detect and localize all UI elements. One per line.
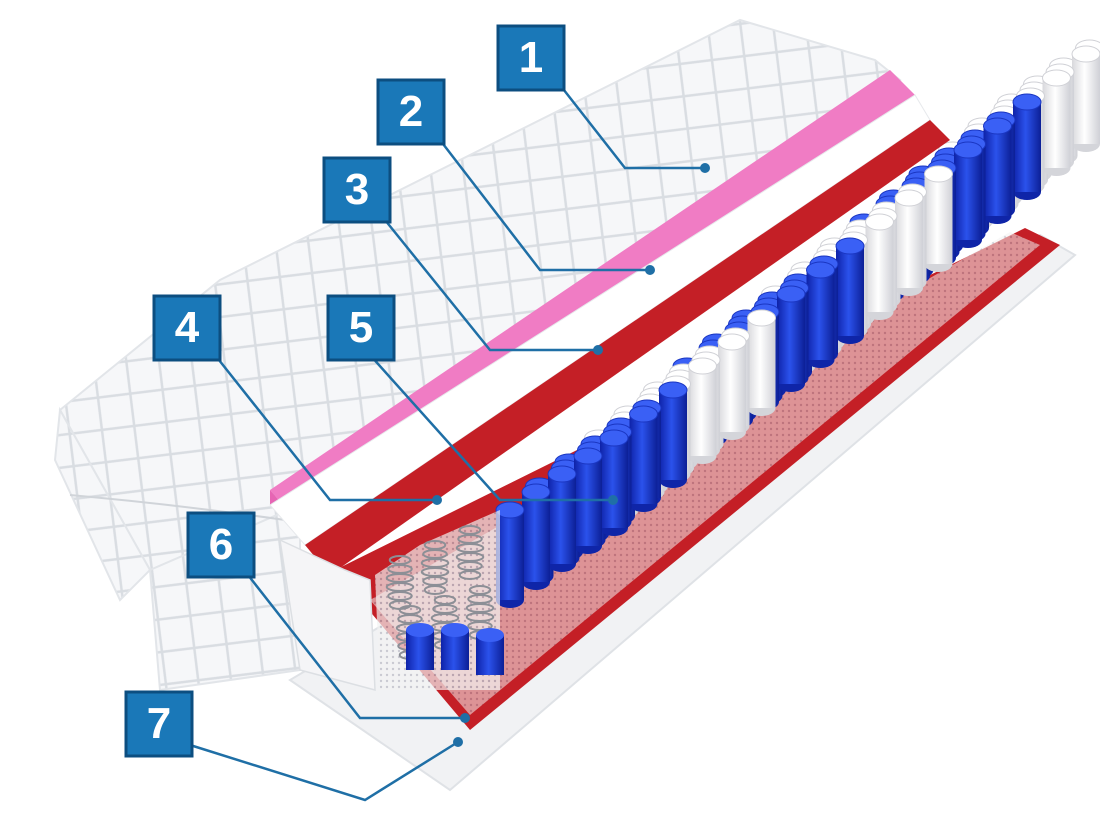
leader-dot-3 (593, 345, 603, 355)
pocket-spring (924, 165, 953, 272)
pocket-spring (1071, 45, 1100, 152)
pocket-spring (1042, 69, 1071, 176)
pocket-spring (658, 381, 688, 488)
pocket-spring (806, 261, 835, 368)
pocket-spring (865, 213, 894, 320)
callout-number-3: 3 (345, 165, 369, 214)
callout-badge-3: 3 (322, 156, 392, 224)
leader-line-1 (559, 84, 705, 170)
callout-number-2: 2 (399, 87, 423, 136)
pocket-spring (717, 333, 747, 440)
leader-dot-5 (608, 495, 618, 505)
leader-line-7 (189, 740, 459, 802)
pocket-spring (1012, 93, 1042, 200)
callout-badges: 1 2 3 4 5 6 7 (124, 24, 566, 758)
leader-dots (432, 163, 710, 747)
callout-number-6: 6 (209, 520, 233, 569)
leader-line-3 (384, 219, 598, 352)
pocket-spring (599, 429, 629, 536)
callout-number-4: 4 (175, 303, 200, 352)
pocket-spring (747, 309, 776, 416)
pocket-springs (495, 39, 1100, 608)
callout-number-1: 1 (519, 33, 543, 82)
leader-dot-7 (453, 737, 463, 747)
pocket-spring (983, 117, 1012, 224)
callout-badge-5: 5 (326, 294, 396, 362)
callout-badge-4: 4 (152, 294, 222, 362)
pocket-spring (629, 405, 658, 512)
callout-badge-7: 7 (124, 690, 194, 758)
metal-coil (455, 525, 485, 580)
leader-line-6 (247, 574, 465, 720)
leader-lines (189, 84, 705, 802)
leader-dot-4 (432, 495, 442, 505)
callout-number-5: 5 (349, 303, 373, 352)
leader-line-5 (369, 354, 613, 502)
pocket-spring (521, 483, 551, 590)
leader-dot-6 (460, 713, 470, 723)
pocket-spring (688, 357, 717, 464)
leader-dot-1 (700, 163, 710, 173)
pocket-spring (441, 623, 469, 670)
pink-foam-layer (269, 70, 931, 546)
coil-springs-cutaway (375, 510, 504, 690)
side-foam-block (279, 538, 376, 691)
pocket-spring (894, 189, 924, 296)
leader-line-2 (439, 139, 650, 272)
pocket-spring (953, 141, 983, 248)
callout-badge-2: 2 (376, 78, 446, 146)
callout-badge-1: 1 (496, 24, 566, 92)
pocket-spring (547, 465, 577, 572)
pocket-spring (776, 285, 806, 392)
quilted-cover (53, 18, 902, 692)
leader-line-4 (214, 354, 437, 502)
pocket-spring (835, 237, 865, 344)
pocket-spring (406, 623, 434, 670)
callout-badge-6: 6 (186, 511, 256, 579)
leader-dot-2 (645, 265, 655, 275)
callout-number-7: 7 (147, 699, 171, 748)
pocket-spring (495, 501, 525, 608)
pocket-spring (476, 628, 504, 675)
metal-coil (420, 540, 450, 595)
